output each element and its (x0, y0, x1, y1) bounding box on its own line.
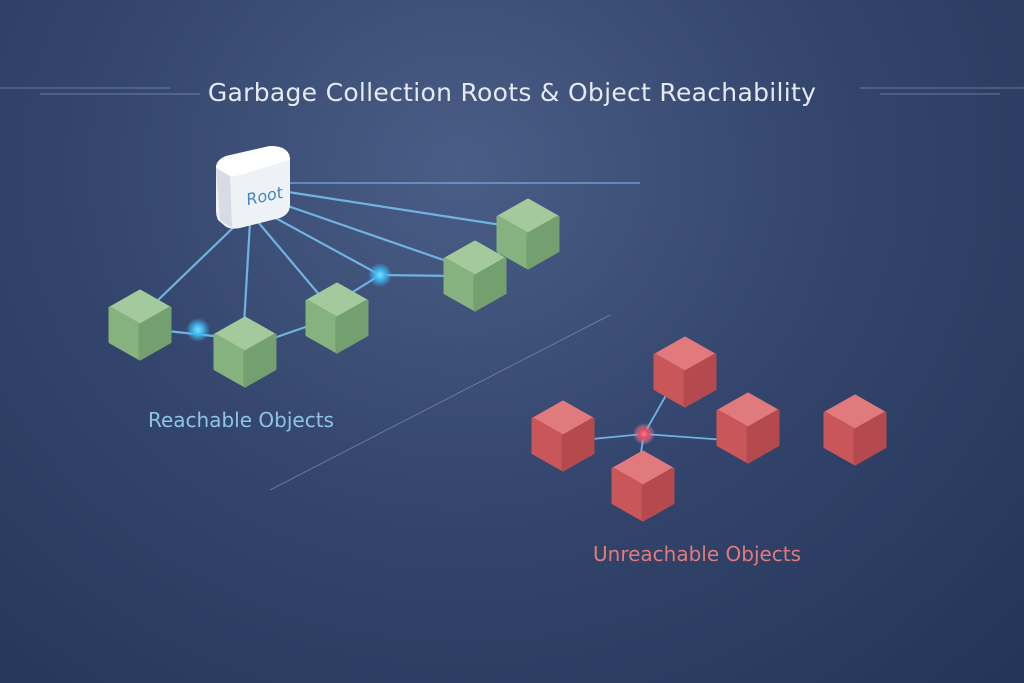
reachable-connection-glow (368, 263, 392, 287)
reachable-objects-label: Reachable Objects (148, 408, 334, 432)
unreachable-connection-glow (633, 423, 655, 445)
unreachable-object-cube (823, 394, 887, 466)
reachable-object-cube (108, 289, 172, 361)
divider-line (269, 314, 611, 491)
unreachable-object-cube (716, 392, 780, 464)
diagram-title: Garbage Collection Roots & Object Reacha… (207, 78, 817, 107)
reachable-connection-glow (186, 318, 210, 342)
reachable-object-cube (496, 198, 560, 270)
reachable-object-cube (443, 240, 507, 312)
unreachable-object-cube (653, 336, 717, 408)
reachable-object-cube (305, 282, 369, 354)
reachable-object-cube (213, 316, 277, 388)
root-node: Root (216, 146, 290, 229)
unreachable-objects-label: Unreachable Objects (593, 542, 802, 566)
title-decor-lines (0, 87, 1024, 95)
unreachable-object-cube (531, 400, 595, 472)
unreachable-object-cube (611, 450, 675, 522)
